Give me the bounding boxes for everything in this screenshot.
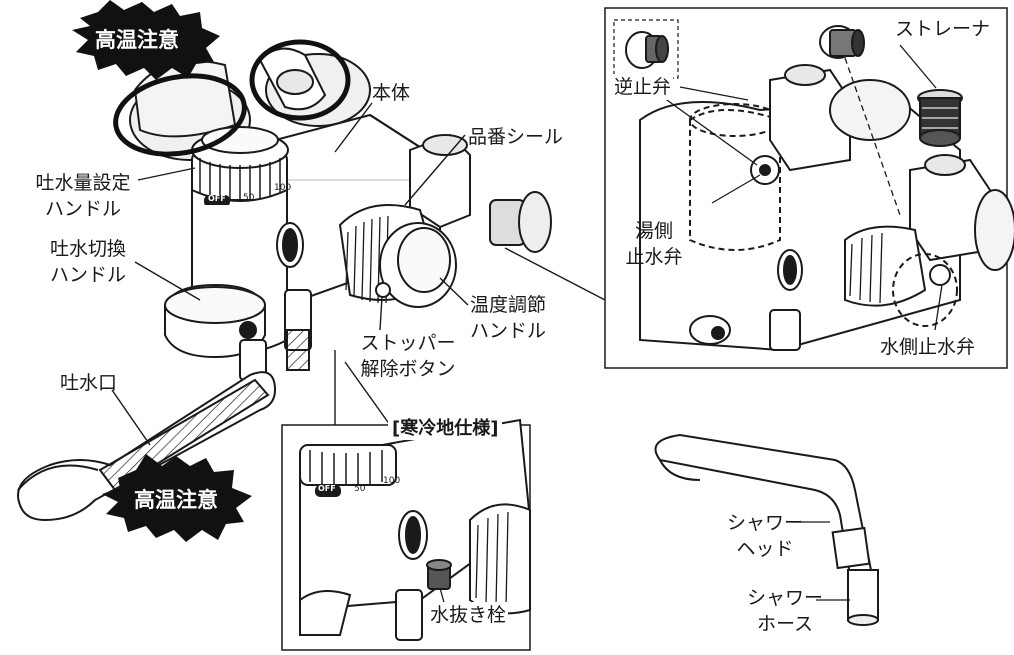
hot-warning-circle-left bbox=[113, 73, 247, 157]
label-cold-stop-valve: 水側止水弁 bbox=[880, 336, 976, 358]
main-faucet bbox=[17, 47, 552, 522]
label-flow-handle-line1: 吐水量設定 bbox=[35, 172, 131, 194]
cold-region-title: [寒冷地仕様] bbox=[388, 414, 503, 440]
label-check-valve: 逆止弁 bbox=[612, 74, 674, 100]
label-spout: 吐水口 bbox=[60, 372, 118, 394]
label-hot-stop-valve-line1: 湯側 bbox=[634, 220, 673, 242]
hot-warning-circle-right bbox=[249, 39, 351, 121]
shower-head bbox=[654, 433, 879, 626]
strainer-icon bbox=[819, 25, 963, 147]
label-stopper-line1: ストッパー bbox=[360, 332, 456, 354]
label-flow-handle: 吐水量設定 ハンドル bbox=[28, 170, 138, 222]
label-drain-plug: 水抜き栓 bbox=[428, 602, 509, 628]
detail-faucet bbox=[639, 64, 1014, 352]
leader-lines bbox=[111, 102, 606, 446]
label-switch-handle: 吐水切換 ハンドル bbox=[40, 236, 136, 288]
check-valve-icon bbox=[625, 31, 669, 69]
label-temp-handle-line2: ハンドル bbox=[470, 320, 547, 342]
label-hot-stop-valve: 湯側 止水弁 bbox=[622, 218, 686, 270]
cold-region-faucet bbox=[299, 418, 532, 641]
label-temp-handle-line1: 温度調節 bbox=[470, 294, 547, 316]
label-switch-handle-line1: 吐水切換 bbox=[49, 238, 126, 260]
label-shower-hose-line1: シャワー bbox=[746, 587, 823, 609]
label-part-seal: 品番シール bbox=[468, 126, 564, 148]
dial-100-mark-cold: 100 bbox=[383, 476, 401, 486]
label-stopper-line2: 解除ボタン bbox=[360, 358, 456, 380]
label-flow-handle-line2: ハンドル bbox=[44, 198, 121, 220]
dial-50-mark: 50 bbox=[243, 193, 255, 203]
warning-burst-top bbox=[72, 0, 220, 80]
label-shower-head-line2: ヘッド bbox=[736, 538, 794, 560]
dial-100-mark: 100 bbox=[274, 183, 292, 193]
label-shower-hose: シャワー ホース bbox=[740, 585, 830, 637]
dial-off-mark-cold: OFF bbox=[318, 484, 336, 493]
label-shower-head-line1: シャワー bbox=[726, 512, 803, 534]
label-body: 本体 bbox=[372, 82, 411, 104]
label-shower-head: シャワー ヘッド bbox=[720, 510, 810, 562]
label-temp-handle: 温度調節 ハンドル bbox=[470, 292, 546, 344]
label-shower-hose-line2: ホース bbox=[756, 613, 814, 635]
label-switch-handle-line2: ハンドル bbox=[49, 264, 126, 286]
warning-label-bottom: 高温注意 bbox=[134, 488, 218, 512]
dial-50-mark-cold: 50 bbox=[354, 484, 366, 494]
warning-burst-bottom bbox=[102, 454, 252, 542]
label-strainer: ストレーナ bbox=[895, 18, 991, 40]
dial-off-mark: OFF bbox=[208, 194, 226, 203]
warning-label-top: 高温注意 bbox=[95, 28, 179, 52]
label-stopper: ストッパー 解除ボタン bbox=[352, 330, 464, 382]
label-hot-stop-valve-line2: 止水弁 bbox=[625, 246, 683, 268]
